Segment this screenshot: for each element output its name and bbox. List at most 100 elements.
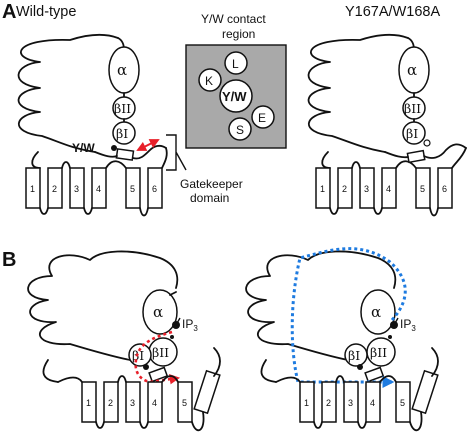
b-left-tm-1 — [81, 381, 97, 423]
mutant-tm-num-3: 3 — [364, 184, 369, 194]
b-left-tm-4 — [147, 381, 163, 423]
b-left-tm-num-4: 4 — [152, 398, 157, 408]
wild-type-tm-segments: 1 2 3 4 5 6 — [25, 147, 168, 217]
residue-s-label: S — [236, 123, 244, 137]
mutant-tm-segment-6 — [437, 167, 453, 209]
tm-num-5: 5 — [130, 184, 135, 194]
gatekeeper-label-line2: domain — [190, 191, 229, 205]
mutant-beta-one-label: βI — [406, 126, 418, 141]
gatekeeper-bracket — [166, 134, 187, 171]
gatekeeper-box — [115, 148, 135, 161]
beta-two-label: βII — [114, 101, 131, 116]
b-right-tm-num-2: 2 — [326, 398, 331, 408]
b-right-loop-chain — [245, 250, 397, 361]
b-right-tm-2 — [321, 381, 337, 423]
yw-label: Y/W — [72, 141, 95, 155]
wild-type-loop-chain — [17, 33, 119, 153]
b-right-tm-3 — [343, 381, 359, 423]
mutant-tm-segment-2 — [337, 167, 353, 209]
b-left-tm-3 — [125, 381, 141, 423]
mutant-tm-segment-3 — [359, 167, 375, 209]
mutant-alpha-label: α — [407, 61, 417, 79]
yw-contact-region-inset: Y/W contact region K L Y/W E S — [185, 12, 287, 149]
mutant-tm-segment-4 — [381, 167, 397, 209]
tm-num-4: 4 — [96, 184, 101, 194]
wild-type-title: Wild-type — [16, 4, 76, 20]
b-right-signal-path — [290, 247, 407, 388]
tm-num-2: 2 — [52, 184, 57, 194]
b-left-tm-6 — [193, 369, 221, 415]
b-left-tm-num-3: 3 — [130, 398, 135, 408]
mutant-gatekeeper-box — [406, 149, 426, 164]
mutant-tm-segment-5 — [415, 167, 431, 209]
mutant-beta-two-label: βII — [404, 101, 421, 116]
mutant-empty-contact — [423, 139, 431, 147]
gating-double-arrow — [136, 139, 160, 151]
b-right-tm-num-3: 3 — [348, 398, 353, 408]
inset-title-line1: Y/W contact — [201, 12, 266, 26]
residue-e — [251, 105, 275, 129]
tm-segment-2 — [47, 167, 63, 209]
mutant-tm-num-4: 4 — [386, 184, 391, 194]
mutant-tm-num-2: 2 — [342, 184, 347, 194]
b-right-alpha-domain — [360, 289, 396, 335]
mutant-title: Y167A/W168A — [345, 4, 440, 20]
b-right-tm-num-1: 1 — [304, 398, 309, 408]
b-left-tm-num-5: 5 — [182, 398, 187, 408]
b-left-gatekeeper-box — [148, 366, 169, 383]
b-left-loop-chain — [27, 250, 179, 361]
b-right-tm-4 — [365, 381, 381, 423]
beta-one-label: βI — [116, 126, 128, 141]
b-left-tm-num-2: 2 — [108, 398, 113, 408]
tm-segment-4 — [91, 167, 107, 209]
b-left-tm-5 — [177, 381, 193, 423]
b-right-alpha-label: α — [371, 303, 381, 321]
tm-segment-6 — [147, 167, 163, 209]
tm-num-6: 6 — [152, 184, 157, 194]
mutant-receptor: α βII βI 1 2 3 4 5 6 — [307, 33, 467, 217]
wild-type-receptor: α βII βI Y/W Gatekeeper domain 1 2 — [17, 33, 243, 217]
b-left-tm-segments: 1 2 3 4 5 — [42, 347, 221, 432]
b-right-beta-one-label: βI — [348, 348, 360, 363]
b-right-yw-dot — [357, 364, 363, 370]
b-left-yw-dot — [143, 364, 149, 370]
residue-yw-label: Y/W — [222, 89, 247, 104]
residue-k-label: K — [205, 74, 213, 88]
residue-e-label: E — [258, 111, 266, 125]
mutant-tm-num-5: 5 — [420, 184, 425, 194]
b-right-tm-num-4: 4 — [370, 398, 375, 408]
b-right-tm-num-5: 5 — [400, 398, 405, 408]
mutant-tm-segments: 1 2 3 4 5 6 — [315, 147, 467, 217]
beta-one-domain — [112, 121, 136, 145]
tm-num-3: 3 — [74, 184, 79, 194]
mutant-tm-num-6: 6 — [442, 184, 447, 194]
b-right-ip3-label: IP3 — [400, 317, 416, 333]
tm-segment-3 — [69, 167, 85, 209]
residue-l-label: L — [232, 57, 239, 71]
b-right-beta-one-domain — [344, 343, 368, 367]
b-right-receptor: α IP3 βII βI 1 2 3 4 5 — [245, 247, 439, 432]
gatekeeper-label-line1: Gatekeeper — [180, 177, 243, 191]
b-left-tm-num-1: 1 — [86, 398, 91, 408]
b-left-beta-two-label: βII — [152, 345, 169, 360]
b-right-tm-segments: 1 2 3 4 5 — [260, 347, 439, 432]
residue-k — [198, 68, 222, 92]
mutant-beta-one-domain — [402, 121, 426, 145]
b-right-tm-1 — [299, 381, 315, 423]
b-right-tm-6 — [411, 369, 439, 415]
tm-segment-5 — [125, 167, 141, 209]
residue-l — [224, 51, 248, 75]
b-left-beta-one-domain — [128, 343, 152, 367]
b-left-ip3-dot-2 — [170, 335, 174, 339]
inset-title-line2: region — [222, 27, 255, 41]
b-left-ip3-label: IP3 — [182, 317, 198, 333]
b-left-tm-2 — [103, 381, 119, 423]
panel-a-letter: A — [2, 1, 16, 23]
tm-num-1: 1 — [30, 184, 35, 194]
b-right-tm-5 — [395, 381, 411, 423]
b-left-signal-path — [134, 330, 181, 385]
b-right-beta-two-label: βII — [370, 345, 387, 360]
tm-segment-1 — [25, 167, 41, 209]
yw-contact-dot — [111, 145, 117, 151]
